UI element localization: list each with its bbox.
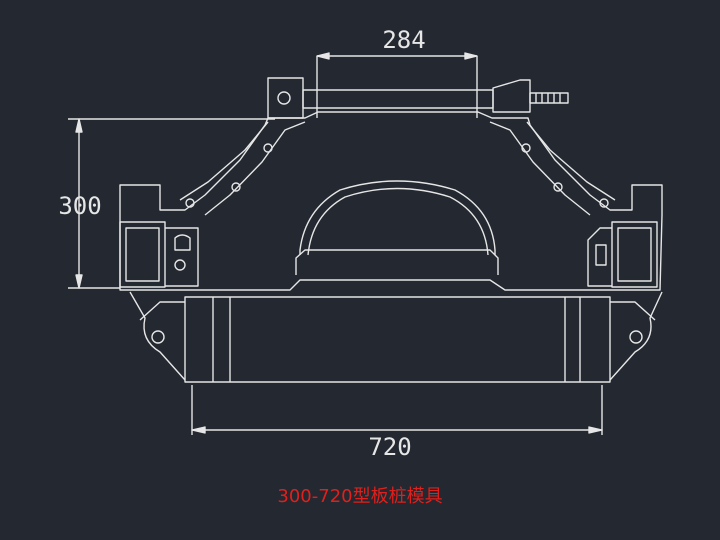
dimension-300 <box>68 118 275 289</box>
top-bar <box>267 77 569 119</box>
lower-frame <box>129 291 663 383</box>
central-arch <box>295 180 499 275</box>
dimension-720 <box>191 385 603 435</box>
dim-label-300: 300 <box>58 192 101 220</box>
caption: 300-720型板桩模具 <box>277 486 443 507</box>
upper-frame <box>119 111 663 291</box>
dim-label-720: 720 <box>368 433 411 461</box>
frame-bolts <box>185 143 609 208</box>
dim-label-284: 284 <box>382 26 425 54</box>
side-channels <box>119 221 658 288</box>
